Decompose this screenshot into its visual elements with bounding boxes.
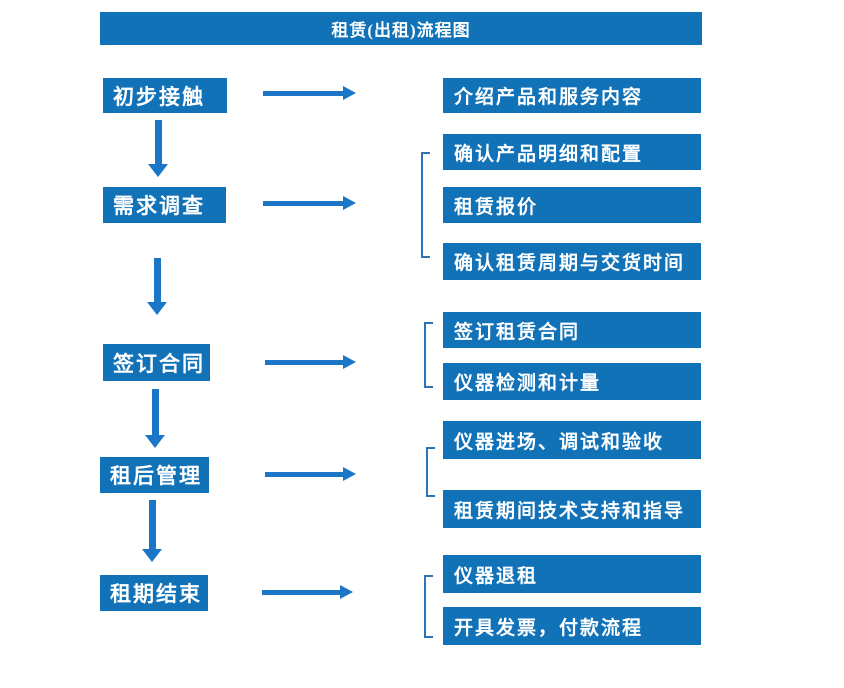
output-box-confirm-product-details-config: 确认产品明细和配置 (443, 134, 701, 170)
right-arrow-stage2 (263, 196, 356, 210)
group-bracket-stage5-outputs (424, 575, 433, 638)
stage-box-demand-survey: 需求调查 (103, 187, 226, 223)
right-arrow-stage3 (265, 355, 356, 369)
output-box-rental-quotation: 租赁报价 (443, 187, 701, 223)
stage-box-sign-contract: 签订合同 (103, 344, 210, 381)
output-box-instrument-testing-measurement: 仪器检测和计量 (443, 363, 701, 400)
diagram-title: 租赁(出租)流程图 (100, 12, 702, 45)
down-arrow-stage3-to-stage4 (145, 389, 165, 448)
stage-box-rental-end: 租期结束 (100, 575, 208, 611)
down-arrow-stage1-to-stage2 (148, 120, 168, 177)
right-arrow-stage1 (263, 86, 356, 100)
down-arrow-stage2-to-stage3 (147, 258, 167, 315)
output-box-sign-rental-contract: 签订租赁合同 (443, 312, 701, 348)
right-arrow-stage5 (262, 585, 353, 599)
output-box-invoice-payment-process: 开具发票，付款流程 (443, 607, 701, 645)
group-bracket-stage2-outputs (421, 152, 430, 258)
output-box-rental-technical-support: 租赁期间技术支持和指导 (443, 490, 701, 528)
right-arrow-stage4 (265, 467, 356, 481)
output-box-introduce-products-services: 介绍产品和服务内容 (443, 78, 701, 113)
stage-box-post-rental-management: 租后管理 (100, 457, 209, 493)
output-box-confirm-rental-period-delivery: 确认租赁周期与交货时间 (443, 243, 701, 280)
stage-box-initial-contact: 初步接触 (103, 78, 227, 113)
output-box-instrument-arrival-debug-acceptance: 仪器进场、调试和验收 (443, 421, 701, 459)
group-bracket-stage4-outputs (426, 447, 435, 497)
output-box-instrument-return: 仪器退租 (443, 555, 701, 593)
group-bracket-stage3-outputs (424, 322, 433, 388)
down-arrow-stage4-to-stage5 (142, 500, 162, 562)
